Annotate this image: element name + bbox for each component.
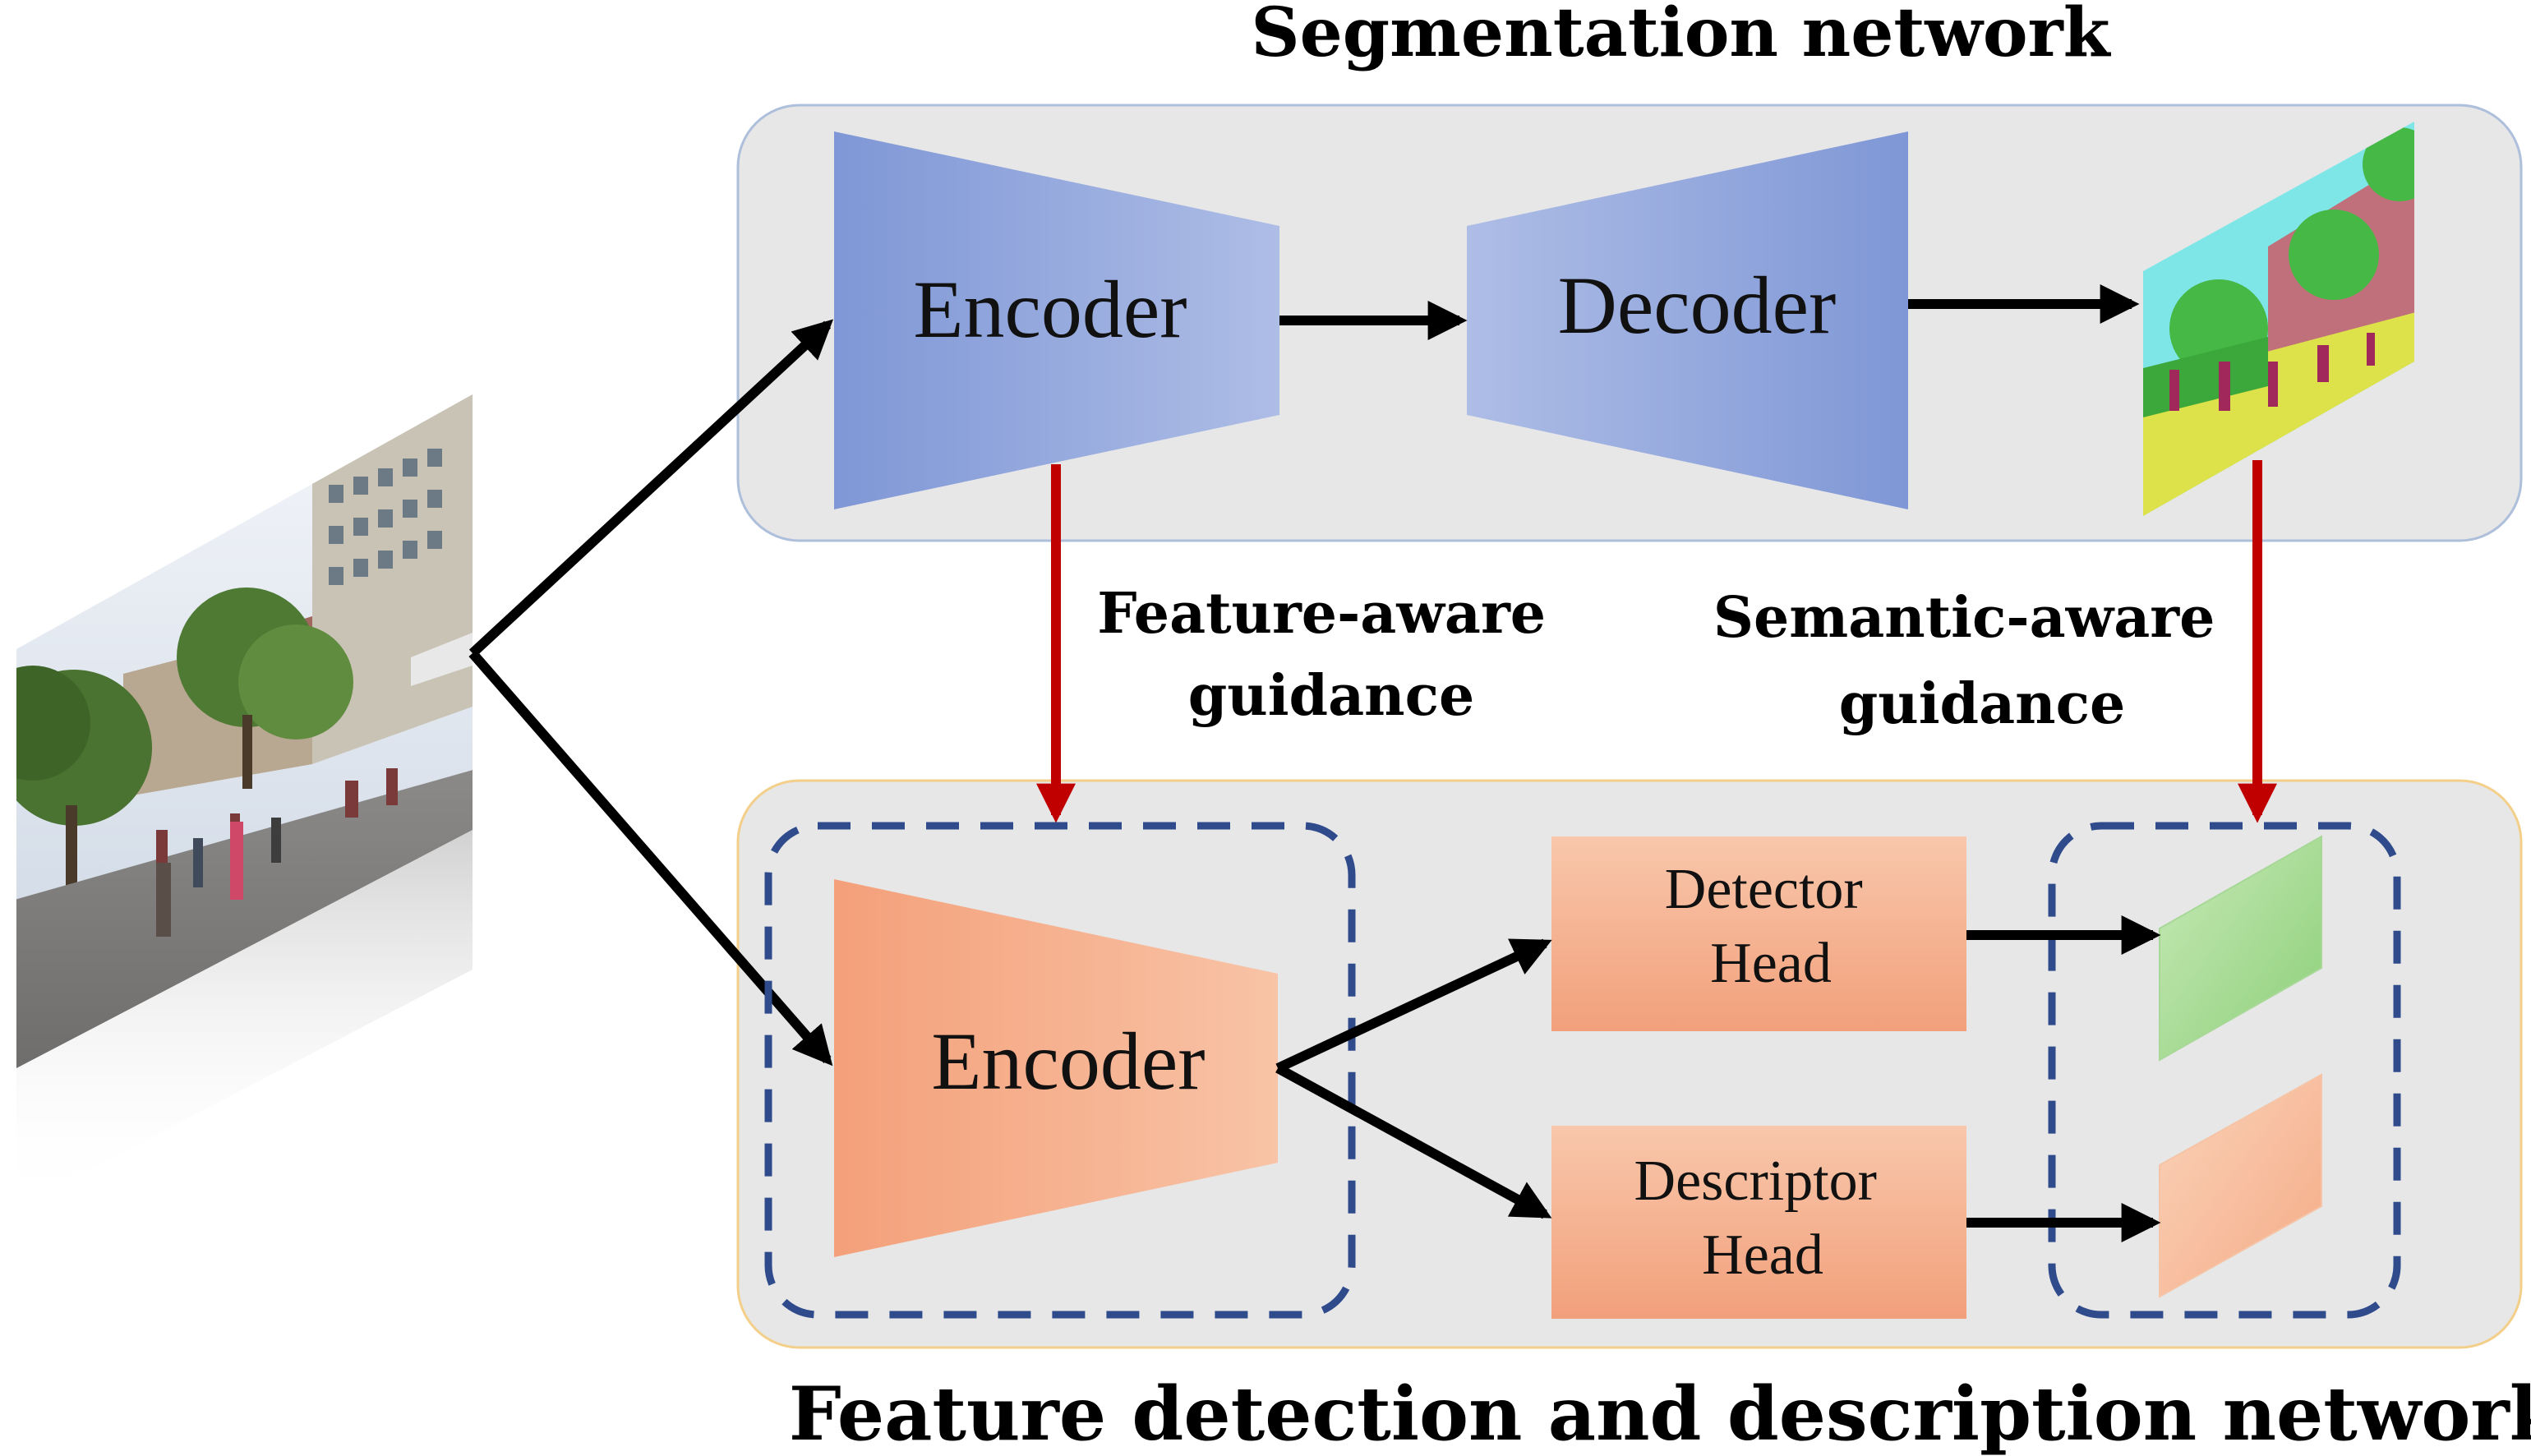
detector-head-label: Detector Head: [1665, 858, 1877, 995]
semantic-aware-guidance-label: Semantic-aware guidance: [1713, 585, 2234, 737]
segmentation-decoder-block: [1467, 131, 1908, 509]
feature-panel: [736, 779, 2523, 1349]
feature-encoder-dashed-box: [764, 822, 1356, 1319]
feature-network-title: Feature detection and description networ…: [789, 1371, 2531, 1456]
descriptor-output: [2159, 1073, 2322, 1298]
input-image: [16, 394, 473, 1208]
segmentation-encoder-block: [834, 131, 1279, 509]
feature-encoder-block: [834, 879, 1278, 1257]
detector-output: [2159, 835, 2322, 1062]
feature-encoder-label: Encoder: [931, 1016, 1205, 1107]
input-to-seg-encoder-arrow: [468, 319, 834, 657]
descriptor-head-label: Descriptor Head: [1634, 1150, 1892, 1287]
segmentation-encoder-label: Encoder: [913, 264, 1187, 355]
encoder-to-descriptor-arrow: [1275, 1063, 1552, 1219]
encoder-to-detector-arrow: [1275, 938, 1552, 1073]
feature-aware-guidance-label: Feature-aware guidance: [1097, 581, 1565, 729]
outputs-dashed-box: [2048, 822, 2401, 1319]
descriptor-head-block: [1551, 1126, 1966, 1319]
segmentation-decoder-label: Decoder: [1558, 260, 1837, 351]
segmentation-network-title: Segmentation network: [1251, 0, 2111, 72]
detector-head-block: [1551, 836, 1966, 1031]
